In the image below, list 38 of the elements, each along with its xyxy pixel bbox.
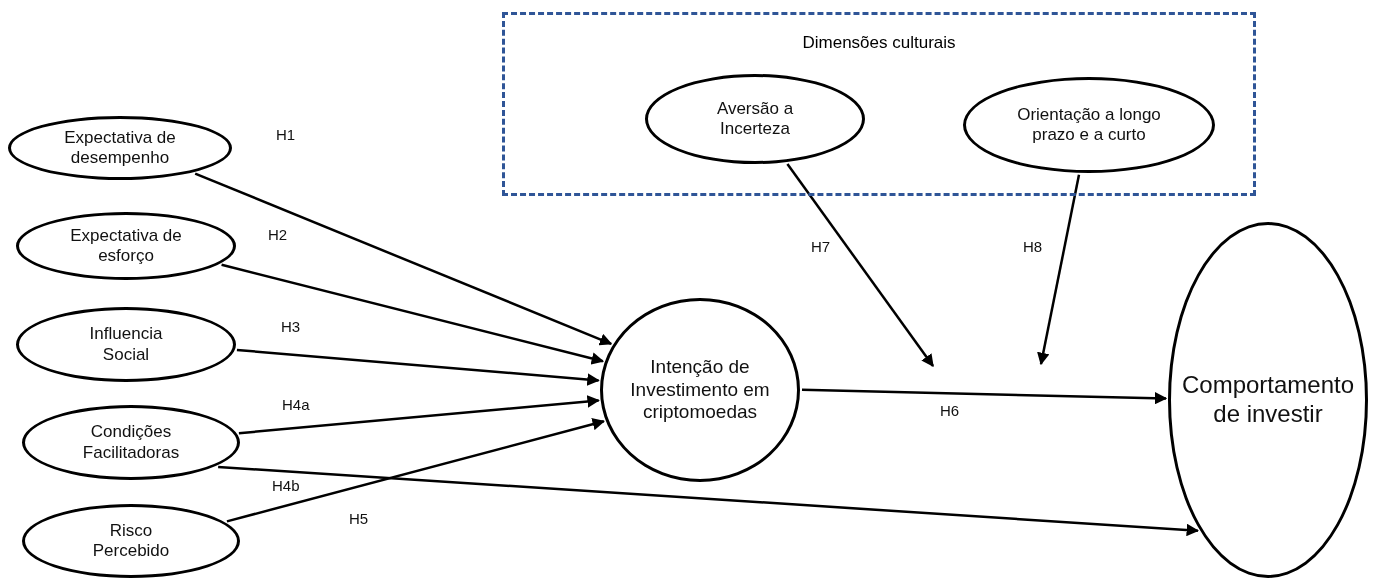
ellipse-node — [963, 77, 1215, 173]
edge-label: H4b — [272, 477, 300, 494]
node-label: Intenção de Investimento em criptomoedas — [629, 355, 771, 425]
edge-label: H7 — [811, 238, 831, 255]
arrow — [236, 348, 600, 386]
arrow — [238, 395, 600, 435]
arrow — [786, 163, 934, 367]
node-label: Comportamento de investir — [1180, 371, 1356, 429]
node-label: Expectativa de desempenho — [63, 127, 177, 169]
edge-label: H4a — [282, 396, 310, 413]
edge-label: H1 — [276, 126, 296, 143]
ellipse-node — [645, 74, 865, 164]
edge-label: H3 — [281, 318, 301, 335]
node-label: Aversão a Incerteza — [715, 98, 795, 140]
node-label: Influencia Social — [88, 324, 164, 365]
arrow — [218, 465, 1200, 537]
node-label: Risco Percebido — [91, 520, 171, 562]
ellipse-node — [8, 116, 232, 180]
edge-label: H8 — [1023, 238, 1043, 255]
dashed-group-box — [502, 12, 1256, 196]
node-label: Expectativa de esforço — [69, 225, 183, 267]
edge-label: H5 — [349, 510, 369, 527]
ellipse-node — [22, 504, 240, 578]
group-title: Dimensões culturais — [801, 33, 957, 54]
ellipse-node — [600, 298, 800, 482]
arrow — [226, 418, 605, 523]
ellipse-node — [16, 212, 236, 280]
edge-label: H6 — [940, 402, 960, 419]
arrow — [194, 172, 613, 346]
node-label: Orientação a longo prazo e a curto — [1016, 104, 1162, 146]
node-label: Condições Facilitadoras — [81, 422, 181, 463]
arrow — [1037, 174, 1081, 366]
ellipse-node — [22, 405, 240, 480]
ellipse-node — [16, 307, 236, 382]
arrow — [801, 388, 1168, 405]
ellipse-node — [1168, 222, 1368, 578]
arrow — [221, 263, 605, 365]
edge-label: H2 — [268, 226, 288, 243]
